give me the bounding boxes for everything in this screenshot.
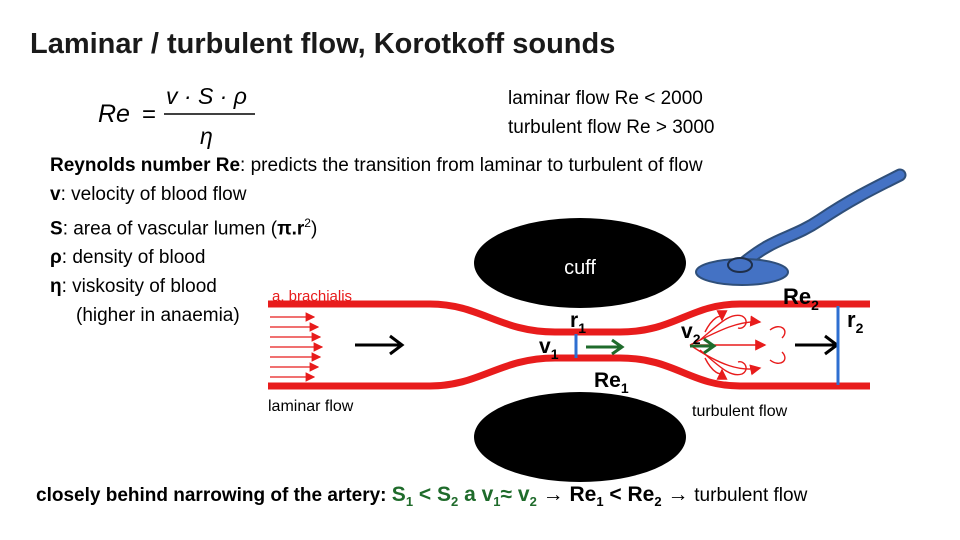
stethoscope-tube <box>735 170 905 271</box>
conclusion-re-relation: Re1 < Re2 <box>569 483 662 510</box>
reynolds-formula: Re = v · S · ρ η <box>98 83 255 149</box>
def-s-desc: : area of vascular lumen ( <box>62 218 278 240</box>
conclusion-result: turbulent flow <box>694 485 808 506</box>
v1-label: v1 <box>539 335 559 362</box>
turbulent-range: turbulent flow Re > 3000 <box>508 117 715 138</box>
def-reynolds-term: Reynolds number Re <box>50 155 241 176</box>
r1-label: r1 <box>570 309 586 336</box>
def-s-term: S <box>50 218 63 240</box>
cuff-top <box>474 218 686 308</box>
conclusion-s-relation: S1 < S2 a v1≈ v2 <box>391 483 537 510</box>
formula-numerator: v · S · ρ <box>166 83 247 109</box>
def-v-term: v <box>50 184 61 205</box>
turbulent-flow-label: turbulent flow <box>692 403 788 420</box>
def-density: ρ: density of blood <box>50 243 703 272</box>
formula-equals: = <box>142 101 156 128</box>
conclusion-intro: closely behind narrowing of the artery: <box>36 485 387 506</box>
def-viscosity: η: viskosity of blood <box>50 272 703 301</box>
re1-label: Re1 <box>594 369 629 396</box>
def-reynolds-desc: : predicts the transition from laminar t… <box>240 155 703 176</box>
def-rho-desc: : density of blood <box>61 247 206 269</box>
v2-label: v2 <box>681 320 701 347</box>
conclusion-arrow-2: → <box>661 483 695 506</box>
def-s-r: .r <box>291 218 305 240</box>
def-area: S: area of vascular lumen (π.r2) <box>50 209 703 243</box>
vessel-wall-top <box>268 300 870 336</box>
def-v-desc: : velocity of blood flow <box>60 184 247 205</box>
def-s-close: ) <box>310 218 318 240</box>
def-velocity: v: velocity of blood flow <box>50 180 703 209</box>
cuff-bottom <box>474 392 686 482</box>
laminar-streamlines <box>270 312 324 382</box>
stethoscope-knob <box>727 257 753 273</box>
laminar-flow-label: laminar flow <box>268 398 354 415</box>
laminar-range: laminar flow Re < 2000 <box>508 88 703 109</box>
formula-lhs: Re <box>98 100 130 128</box>
def-eta-desc: : viskosity of blood <box>61 276 217 298</box>
vessel-wall-bottom <box>268 354 870 390</box>
reynolds-ranges: laminar flow Re < 2000 turbulent flow Re… <box>508 84 715 142</box>
cuff-label: cuff <box>564 257 596 279</box>
def-s-pi: π <box>277 218 292 240</box>
artery-label: a. brachialis <box>272 288 352 305</box>
r2-label: r2 <box>847 307 864 336</box>
page-title: Laminar / turbulent flow, Korotkoff soun… <box>30 28 616 60</box>
conclusion-line: closely behind narrowing of the artery: … <box>36 483 807 509</box>
def-rho-term: ρ <box>50 247 62 269</box>
re2-label: Re2 <box>783 284 819 313</box>
conclusion-arrow-1: → <box>536 483 570 506</box>
def-s-exp: 2 <box>304 216 311 230</box>
def-reynolds: Reynolds number Re: predicts the transit… <box>50 151 703 180</box>
definitions-list: Reynolds number Re: predicts the transit… <box>50 151 703 330</box>
velocity-arrows <box>586 337 717 356</box>
def-viscosity-note: (higher in anaemia) <box>76 305 240 327</box>
formula-denominator: η <box>200 123 213 149</box>
def-eta-term: η <box>50 276 62 298</box>
